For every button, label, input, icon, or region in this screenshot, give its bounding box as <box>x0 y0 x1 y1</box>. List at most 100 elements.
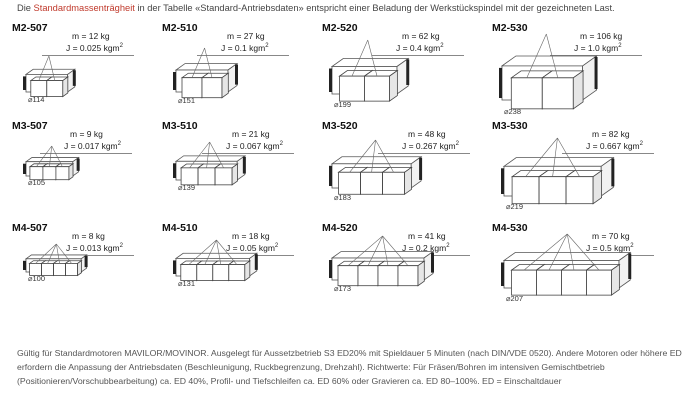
load-block <box>200 72 230 99</box>
mass-value: m = 82 kg <box>592 129 630 139</box>
spindle-drawing <box>501 233 632 296</box>
diameter-label: ⌀105 <box>28 177 46 187</box>
inertia-value: J = 0.667 kgm2 <box>586 141 643 151</box>
spindle-card: M2-510 m = 27 kg J = 0.1 kgm2 ⌀151 <box>162 22 332 127</box>
inertia-value: J = 0.5 kgm2 <box>586 243 634 253</box>
load-block <box>381 166 413 196</box>
diameter-label: ⌀151 <box>178 96 196 105</box>
spindle-drawing <box>173 141 247 186</box>
inertia-value: J = 0.013 kgm2 <box>66 243 123 253</box>
model-label: M3-510 <box>162 120 198 132</box>
model-label: M4-530 <box>492 222 528 234</box>
mass-value: m = 12 kg <box>72 31 110 41</box>
inertia-value: J = 0.067 kgm2 <box>226 141 283 151</box>
model-label: M2-507 <box>12 22 48 34</box>
load-block <box>396 260 426 287</box>
mass-value: m = 62 kg <box>402 31 440 41</box>
load-block <box>45 76 70 98</box>
inertia-exponent: 2 <box>265 43 269 49</box>
spindle-grid: M2-507 m = 12 kg J = 0.025 kgm2 ⌀114 M2-510 m… <box>12 22 662 327</box>
model-label: M3-530 <box>492 120 528 132</box>
leader-lines <box>523 233 600 271</box>
load-block <box>54 163 75 181</box>
mass-value: m = 27 kg <box>227 31 265 41</box>
inertia-value: J = 0.267 kgm2 <box>402 141 459 151</box>
diameter-label: ⌀100 <box>28 273 46 283</box>
spindle-drawing <box>173 47 239 99</box>
label-underline <box>550 55 642 56</box>
label-underline <box>202 153 294 154</box>
footer-note: Gültig für Standardmotoren MAVILOR/MOVIN… <box>17 348 682 386</box>
inertia-value: J = 1.0 kgm2 <box>574 43 622 53</box>
diameter-label: ⌀114 <box>28 94 45 104</box>
spindle-drawing <box>173 239 259 282</box>
diameter-label: ⌀139 <box>178 183 196 193</box>
leader-lines <box>189 141 224 169</box>
label-underline <box>197 55 289 56</box>
load-block <box>64 259 83 277</box>
mass-value: m = 48 kg <box>408 129 446 139</box>
label-underline <box>372 55 464 56</box>
spindle-card: M3-530 m = 82 kg J = 0.667 kgm2 ⌀219 <box>492 120 662 225</box>
spindle-drawing <box>499 33 598 110</box>
diameter-label: ⌀219 <box>506 202 524 212</box>
load-block <box>585 263 621 296</box>
spindle-drawing <box>23 243 88 277</box>
load-block <box>213 163 239 186</box>
load-block <box>363 69 399 102</box>
label-underline <box>42 55 134 56</box>
inertia-exponent: 2 <box>639 141 643 147</box>
label-underline <box>378 153 470 154</box>
load-block <box>227 260 252 282</box>
diameter-label: ⌀173 <box>334 284 352 293</box>
load-block <box>541 70 585 110</box>
intro-text: Die Standardmassenträgheit in der Tabell… <box>17 3 615 13</box>
leader-lines <box>36 145 63 167</box>
model-label: M3-507 <box>12 120 48 132</box>
leader-lines <box>35 243 72 264</box>
diameter-label: ⌀183 <box>334 192 352 202</box>
inertia-value: J = 0.025 kgm2 <box>66 43 123 53</box>
spindle-card: M2-507 m = 12 kg J = 0.025 kgm2 ⌀114 <box>12 22 182 127</box>
leader-lines <box>38 55 56 81</box>
inertia-exponent: 2 <box>117 141 121 147</box>
inertia-exponent: 2 <box>274 243 279 249</box>
model-label: M4-507 <box>12 222 48 234</box>
load-block <box>564 169 603 205</box>
model-label: M4-520 <box>322 222 358 234</box>
inertia-exponent: 2 <box>618 43 622 49</box>
mass-value: m = 41 kg <box>408 231 446 241</box>
spindle-drawing <box>23 145 80 181</box>
model-label: M2-520 <box>322 22 358 34</box>
diameter-label: ⌀199 <box>334 99 352 109</box>
inertia-exponent: 2 <box>440 43 444 49</box>
intro-highlight: Standardmassenträgheit <box>33 3 135 13</box>
diameter-label: ⌀131 <box>178 278 196 288</box>
label-underline <box>40 153 132 154</box>
diameter-label: ⌀207 <box>506 293 524 303</box>
spindle-drawing <box>329 39 410 102</box>
mass-value: m = 106 kg <box>580 31 623 41</box>
diameter-label: ⌀238 <box>504 107 522 117</box>
spindle-drawing <box>501 137 615 205</box>
inertia-value: J = 0.1 kgm2 <box>221 43 269 53</box>
label-underline <box>42 255 134 256</box>
leader-lines <box>191 47 213 78</box>
inertia-exponent: 2 <box>455 141 459 147</box>
inertia-exponent: 2 <box>279 141 283 147</box>
inertia-value: J = 0.017 kgm2 <box>64 141 121 151</box>
leader-lines <box>188 239 238 265</box>
leader-lines <box>347 235 409 266</box>
model-label: M2-510 <box>162 22 198 34</box>
inertia-exponent: 2 <box>446 243 450 249</box>
spindle-card: M3-510 m = 21 kg J = 0.067 kgm2 ⌀139 <box>162 120 332 225</box>
mass-value: m = 9 kg <box>70 129 103 139</box>
mass-value: m = 21 kg <box>232 129 270 139</box>
label-underline <box>562 153 654 154</box>
leader-lines <box>351 39 378 77</box>
